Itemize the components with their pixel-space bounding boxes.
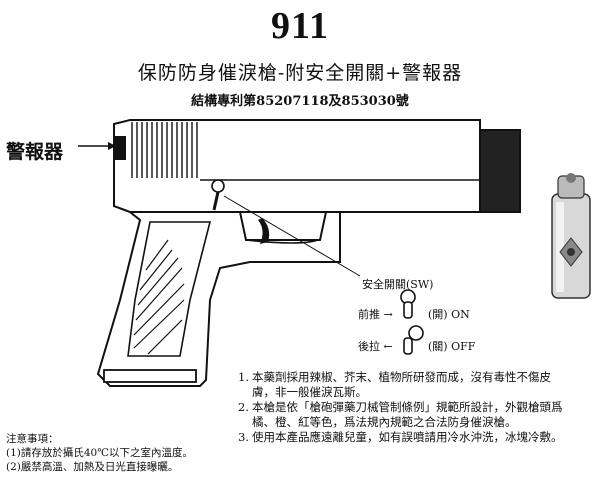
pull-back-label: 後拉 ← xyxy=(358,340,393,353)
caution-heading: 注意事項： xyxy=(6,433,59,445)
caution-line: (2)嚴禁高溫、加熱及日光直接曝曬。 xyxy=(6,461,179,473)
usage-notes: 1. 本藥劑採用辣椒、芥末、植物所研發而成，沒有毒性不傷皮膚，非一般催淚瓦斯。 … xyxy=(238,370,568,445)
on-state-label: (開) ON xyxy=(428,308,470,321)
off-state-label: (關) OFF xyxy=(428,340,476,353)
note-text: 本槍是依「槍砲彈藥刀械管制條例」規範所設計，外觀槍頭爲橘、橙、紅等色，爲法規內規… xyxy=(252,400,563,429)
canister-image xyxy=(551,173,591,299)
safety-switch-label: 安全開關(SW) xyxy=(362,278,434,291)
model-number: 911 xyxy=(271,5,329,47)
note-text: 本藥劑採用辣椒、芥末、植物所研發而成，沒有毒性不傷皮膚，非一般催淚瓦斯。 xyxy=(252,370,551,399)
note-text: 使用本產品應遠離兒童，如有誤噴請用冷水沖洗，冰塊冷敷。 xyxy=(252,430,563,444)
caution-block: 注意事項： (1)請存放於攝氏40℃以下之室內溫度。 (2)嚴禁高溫、加熱及日光… xyxy=(6,432,193,474)
note-item: 2. 本槍是依「槍砲彈藥刀械管制條例」規範所設計，外觀槍頭爲橘、橙、紅等色，爲法… xyxy=(238,400,568,430)
product-title: 保防防身催淚槍-附安全開關+警報器 xyxy=(137,62,463,84)
note-number: 1. xyxy=(238,370,249,384)
patent-line: 結構專利第85207118及853030號 xyxy=(191,94,409,109)
note-item: 3. 使用本產品應遠離兒童，如有誤噴請用冷水沖洗，冰塊冷敷。 xyxy=(238,430,568,445)
alarm-label: 警報器 xyxy=(6,141,64,163)
caution-line: (1)請存放於攝氏40℃以下之室內溫度。 xyxy=(6,447,193,459)
push-forward-label: 前推 → xyxy=(358,308,393,321)
note-number: 3. xyxy=(238,430,249,444)
note-number: 2. xyxy=(238,400,249,414)
note-item: 1. 本藥劑採用辣椒、芥末、植物所研發而成，沒有毒性不傷皮膚，非一般催淚瓦斯。 xyxy=(238,370,568,400)
